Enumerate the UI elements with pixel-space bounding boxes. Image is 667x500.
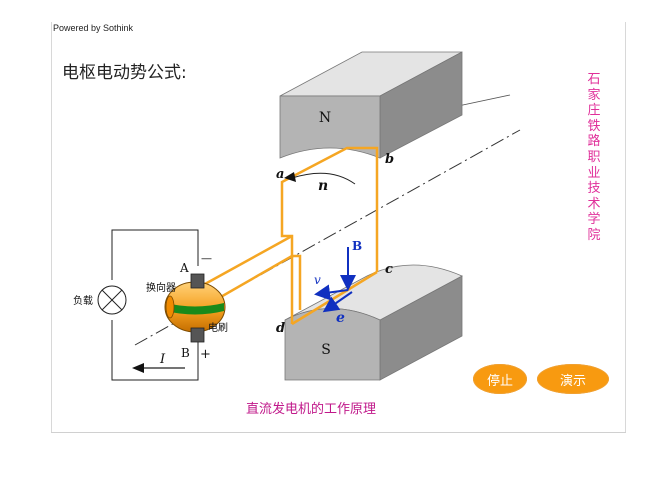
stage-bottom-border bbox=[51, 432, 626, 433]
south-magnet-front bbox=[284, 308, 381, 381]
coil-lead-lower bbox=[211, 254, 293, 304]
velocity-label: v bbox=[314, 273, 321, 287]
field-label: B bbox=[352, 239, 362, 253]
point-c-label: c bbox=[385, 262, 393, 277]
point-a-label: a bbox=[276, 167, 284, 182]
plus-label: + bbox=[200, 347, 211, 362]
emf-label: e bbox=[336, 310, 345, 326]
page-title: 电枢电动势公式: bbox=[62, 63, 187, 83]
rotation-label: n bbox=[318, 178, 328, 194]
north-magnet-front bbox=[279, 95, 381, 159]
coil-inner bbox=[292, 254, 302, 310]
brush-a bbox=[190, 273, 205, 289]
north-magnet bbox=[279, 51, 463, 159]
school-name: 石家庄铁路职业技术学院 bbox=[587, 72, 601, 243]
velocity-arrow bbox=[314, 284, 349, 301]
current-arrow-head bbox=[132, 363, 144, 373]
brush-label: 电刷 bbox=[208, 321, 228, 334]
south-label: S bbox=[321, 342, 331, 358]
stop-button[interactable]: 停止 bbox=[473, 364, 527, 394]
brush-b bbox=[190, 327, 205, 343]
point-b-label: b bbox=[385, 152, 394, 167]
rotation-arrow-head bbox=[284, 172, 296, 182]
external-circuit bbox=[111, 229, 199, 381]
current-label: I bbox=[159, 352, 166, 367]
diagram-caption: 直流发电机的工作原理 bbox=[246, 402, 377, 417]
demo-button[interactable]: 演示 bbox=[537, 364, 609, 394]
load-lamp bbox=[97, 285, 127, 315]
emf-arrow bbox=[322, 291, 353, 313]
brush-a-label: A bbox=[179, 261, 189, 275]
load-label: 负载 bbox=[73, 294, 93, 307]
powered-by-label: Powered by Sothink bbox=[53, 23, 134, 33]
minus-label: — bbox=[201, 252, 212, 265]
coil-lead-upper bbox=[204, 234, 293, 286]
brush-b-label: B bbox=[181, 346, 190, 360]
circuit-wire-lower bbox=[111, 320, 199, 381]
commutator-label: 换向器 bbox=[146, 281, 176, 294]
point-d-label: d bbox=[276, 321, 285, 336]
circuit-wire-upper bbox=[111, 229, 199, 280]
north-label: N bbox=[319, 110, 331, 126]
south-magnet bbox=[284, 264, 463, 381]
rotation-arc bbox=[291, 172, 356, 185]
